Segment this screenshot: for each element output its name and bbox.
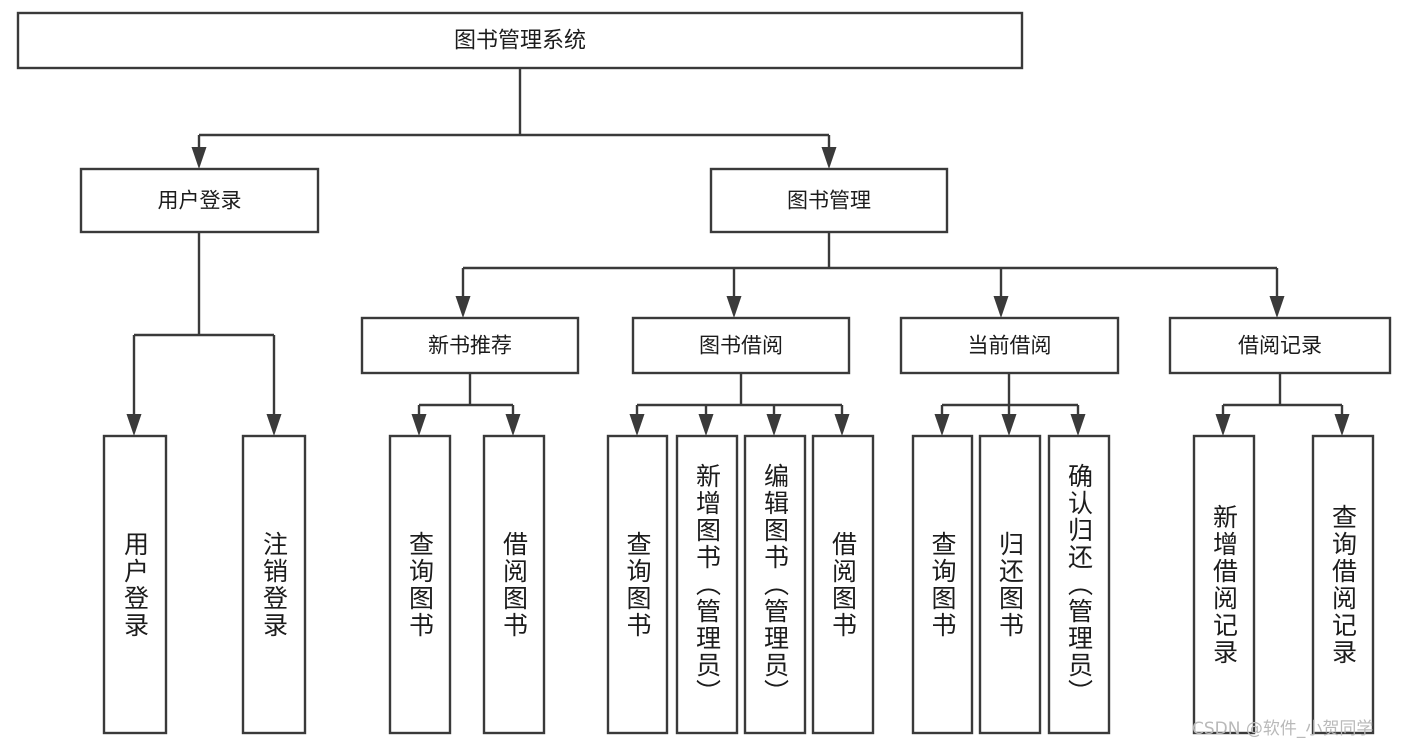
- arrow-to-book-manage-head: [821, 147, 837, 169]
- node-box-layer: [16, 11, 1392, 735]
- node-box-book-manage[interactable]: [709, 167, 949, 234]
- node-box-leaf-return-book[interactable]: [978, 434, 1042, 735]
- node-box-new-book-rec[interactable]: [360, 316, 580, 375]
- arrow-to-leaf-query-record-head: [1334, 414, 1350, 436]
- node-box-root[interactable]: [16, 11, 1024, 70]
- node-box-leaf-query-record[interactable]: [1311, 434, 1375, 735]
- arrow-to-leaf-add-book-head: [698, 414, 714, 436]
- node-label-book-manage: 图书管理: [787, 189, 871, 213]
- node-box-leaf-query-book-borrow[interactable]: [606, 434, 669, 735]
- arrow-to-leaf-borrow-book-rec-head: [505, 414, 521, 436]
- arrow-to-user-login-head: [191, 147, 207, 169]
- node-box-leaf-query-book-current[interactable]: [911, 434, 974, 735]
- node-box-leaf-edit-book[interactable]: [743, 434, 807, 735]
- node-box-leaf-query-book-rec[interactable]: [388, 434, 452, 735]
- arrow-to-leaf-borrow-book-head: [834, 414, 850, 436]
- arrow-to-leaf-edit-book-head: [766, 414, 782, 436]
- node-box-leaf-user-logout[interactable]: [241, 434, 307, 735]
- arrow-to-leaf-return-book-head: [1001, 414, 1017, 436]
- arrow-to-leaf-query-book-borrow-head: [629, 414, 645, 436]
- node-box-leaf-add-record[interactable]: [1192, 434, 1256, 735]
- arrow-to-leaf-user-logout-head: [266, 414, 282, 436]
- arrow-to-leaf-confirm-return-head: [1070, 414, 1086, 436]
- connector-layer: [134, 68, 1342, 407]
- csdn-watermark: CSDN @软件_小贺同学: [1192, 719, 1374, 739]
- node-box-book-borrow[interactable]: [631, 316, 851, 375]
- arrow-to-current-borrow-head: [993, 296, 1009, 318]
- arrow-to-leaf-query-book-rec-head: [411, 414, 427, 436]
- node-box-leaf-borrow-book[interactable]: [811, 434, 875, 735]
- node-box-leaf-user-login[interactable]: [102, 434, 168, 735]
- node-box-current-borrow[interactable]: [899, 316, 1120, 375]
- arrow-to-book-borrow-head: [726, 296, 742, 318]
- arrow-to-leaf-user-login-head: [126, 414, 142, 436]
- node-box-borrow-record[interactable]: [1168, 316, 1392, 375]
- node-label-root: 图书管理系统: [454, 29, 586, 54]
- node-label-borrow-record: 借阅记录: [1238, 334, 1322, 358]
- arrow-to-leaf-add-record-head: [1215, 414, 1231, 436]
- arrow-layer: [126, 135, 1350, 436]
- node-box-user-login[interactable]: [79, 167, 320, 234]
- arrow-to-new-book-rec-head: [455, 296, 471, 318]
- node-box-leaf-add-book[interactable]: [675, 434, 739, 735]
- arrow-to-leaf-query-book-current-head: [934, 414, 950, 436]
- node-label-book-borrow: 图书借阅: [699, 334, 783, 358]
- node-label-user-login: 用户登录: [158, 189, 242, 213]
- node-label-new-book-rec: 新书推荐: [428, 334, 512, 358]
- node-label-current-borrow: 当前借阅: [968, 334, 1052, 358]
- arrow-to-borrow-record-head: [1269, 296, 1285, 318]
- node-box-leaf-borrow-book-rec[interactable]: [482, 434, 546, 735]
- node-box-leaf-confirm-return[interactable]: [1047, 434, 1111, 735]
